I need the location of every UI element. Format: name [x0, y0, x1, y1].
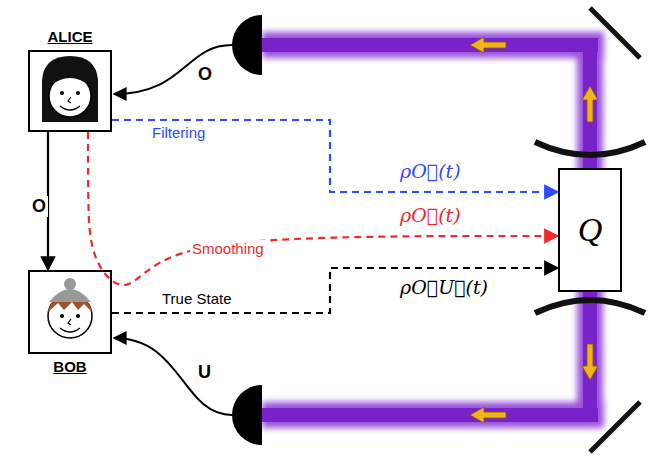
- signal-name: U: [196, 362, 213, 383]
- signal-wire: [114, 45, 232, 94]
- state-label: ρO⃖(t): [398, 160, 463, 182]
- cavity-mirror: [535, 142, 645, 155]
- detector: [232, 15, 262, 75]
- node-heading: ALICE: [48, 28, 93, 45]
- edge-label: Smoothing: [190, 240, 266, 257]
- alice-face: [42, 56, 98, 122]
- state-label: ρO⃖U⃖(t): [398, 276, 490, 298]
- node-label: Q: [578, 211, 603, 249]
- cavity-box: Q: [558, 168, 622, 292]
- signal-name: O: [196, 64, 214, 85]
- beam-core: [262, 38, 598, 422]
- mirror: [590, 402, 640, 452]
- connector: [112, 268, 558, 313]
- connector: [112, 120, 558, 192]
- bob-face: [48, 278, 92, 338]
- connector: [88, 132, 558, 285]
- state-label: ρO⃡(t): [398, 204, 463, 226]
- cavity-mirror: [535, 300, 645, 313]
- edge-label: Filtering: [150, 124, 207, 141]
- edge-label: O: [30, 196, 48, 217]
- signal-wire: [114, 338, 232, 415]
- agent-box: ALICE: [28, 50, 112, 132]
- edge-label: True State: [160, 290, 233, 307]
- node-heading: BOB: [53, 358, 86, 375]
- laser-beam: [262, 32, 604, 428]
- detector: [232, 385, 262, 445]
- agent-box: BOB: [28, 270, 112, 354]
- mirror: [590, 8, 640, 58]
